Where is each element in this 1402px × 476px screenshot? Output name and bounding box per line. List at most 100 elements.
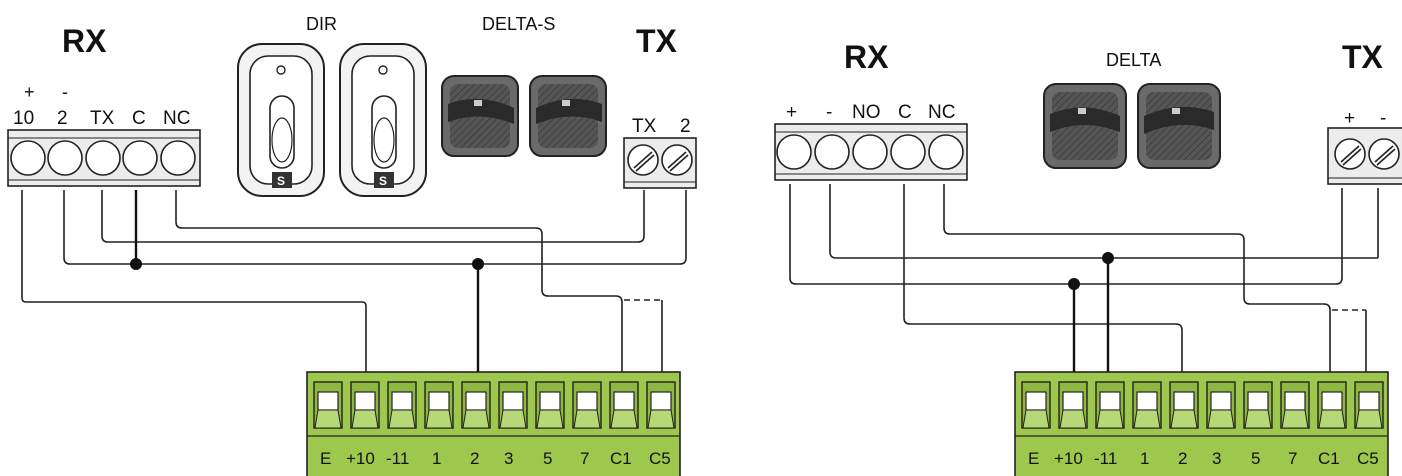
board-terminal-label: E — [1028, 449, 1039, 468]
board-terminal-opening — [1062, 391, 1084, 411]
board-terminal-opening — [1247, 391, 1269, 411]
board-terminal-clamp — [610, 409, 638, 429]
right-tx-term-label: + — [1344, 108, 1355, 129]
right-rx-term-label: - — [826, 102, 832, 123]
board-terminal-clamp — [573, 409, 601, 429]
board-terminal-label: +10 — [346, 449, 375, 468]
board-terminal-label: 3 — [504, 449, 513, 468]
board-terminal-opening — [1173, 391, 1195, 411]
board-terminal-clamp — [314, 409, 342, 429]
left-tx-title: TX — [636, 23, 678, 59]
rx-screw — [122, 140, 158, 176]
board-terminal-opening — [1358, 391, 1380, 411]
board-terminal-label: C5 — [1357, 449, 1379, 468]
board-terminal-clamp — [388, 409, 416, 429]
left-rx-term-label: 10 — [13, 108, 34, 129]
right-tx-title: TX — [1342, 39, 1384, 75]
left-wires — [21, 190, 687, 396]
board-terminal-clamp — [1244, 409, 1272, 429]
svg-text:S: S — [277, 174, 285, 188]
board-terminal-opening — [317, 391, 339, 411]
board-terminal-label: 2 — [470, 449, 479, 468]
board-terminal-clamp — [462, 409, 490, 429]
board-terminal-opening — [1210, 391, 1232, 411]
board-terminal-clamp — [1207, 409, 1235, 429]
board-terminal-opening — [650, 391, 672, 411]
board-terminal-clamp — [1133, 409, 1161, 429]
board-terminal-label: -11 — [1094, 449, 1117, 468]
board-terminal-label: C5 — [649, 449, 671, 468]
delta-s-label: DELTA-S — [482, 14, 555, 34]
board-terminal-clamp — [425, 409, 453, 429]
delta-label: DELTA — [1106, 50, 1161, 70]
board-terminal-label: 5 — [1251, 449, 1260, 468]
delta-s-photocell-left — [441, 75, 519, 157]
board-terminal-opening — [576, 391, 598, 411]
board-terminal-label: 2 — [1178, 449, 1187, 468]
board-terminal-opening — [1321, 391, 1343, 411]
left-diagram: RX TX DIR DELTA-S + - 10 2 TX C NC — [7, 14, 697, 476]
delta-s-photocell-right — [529, 75, 607, 157]
right-rx-title: RX — [844, 39, 889, 75]
left-tx-block — [623, 137, 697, 189]
right-rx-term-label: C — [898, 102, 912, 123]
dir-photocell-right: S — [339, 43, 427, 197]
svg-text:S: S — [379, 174, 387, 188]
left-rx-block — [7, 129, 201, 187]
rx-screw — [160, 140, 196, 176]
board-terminal-opening — [1025, 391, 1047, 411]
board-terminal-label: -11 — [386, 449, 409, 468]
board-terminal-label: +10 — [1054, 449, 1083, 468]
board-terminal-clamp — [1318, 409, 1346, 429]
left-control-board: E +10 -11 1 2 3 5 7 C1 C5 — [306, 371, 681, 476]
right-wires — [789, 184, 1379, 396]
board-terminal-clamp — [1096, 409, 1124, 429]
board-terminal-label: 3 — [1212, 449, 1221, 468]
rx-screw — [10, 140, 46, 176]
left-rx-title: RX — [62, 23, 107, 59]
right-rx-block — [774, 123, 968, 181]
board-terminal-clamp — [647, 409, 675, 429]
delta-photocell-right — [1137, 83, 1221, 169]
delta-photocell-left — [1043, 83, 1127, 169]
board-terminal-clamp — [1355, 409, 1383, 429]
board-terminal-opening — [502, 391, 524, 411]
board-terminal-label: 7 — [1288, 449, 1297, 468]
rx-screw — [47, 140, 83, 176]
dir-label: DIR — [306, 14, 337, 34]
board-terminal-label: 7 — [580, 449, 589, 468]
board-terminal-opening — [465, 391, 487, 411]
dir-photocell-left: S — [237, 43, 325, 197]
left-tx-term-label: TX — [632, 116, 657, 137]
right-control-board: E +10 -11 1 2 3 5 7 C1 C5 — [1014, 371, 1389, 476]
board-terminal-opening — [428, 391, 450, 411]
board-terminal-opening — [391, 391, 413, 411]
board-terminal-opening — [1136, 391, 1158, 411]
board-terminal-opening — [1284, 391, 1306, 411]
right-tx-term-label: - — [1380, 108, 1386, 129]
board-terminal-clamp — [351, 409, 379, 429]
board-terminal-opening — [539, 391, 561, 411]
left-rx-minus: - — [62, 82, 68, 102]
board-terminal-clamp — [536, 409, 564, 429]
board-terminal-label: C1 — [610, 449, 632, 468]
board-terminal-label: 1 — [1140, 449, 1149, 468]
board-terminal-clamp — [499, 409, 527, 429]
board-terminal-clamp — [1022, 409, 1050, 429]
left-rx-term-label: C — [132, 108, 146, 129]
board-terminal-label: C1 — [1318, 449, 1340, 468]
rx-screw — [85, 140, 121, 176]
board-terminal-opening — [1099, 391, 1121, 411]
left-rx-terminal-labels: 10 2 TX C NC — [13, 108, 190, 129]
right-rx-term-label: + — [786, 102, 797, 123]
left-rx-plus: + — [24, 82, 35, 102]
left-rx-term-label: 2 — [57, 108, 68, 129]
board-terminal-clamp — [1170, 409, 1198, 429]
board-terminal-label: E — [320, 449, 331, 468]
board-terminal-label: 1 — [432, 449, 441, 468]
board-terminal-opening — [613, 391, 635, 411]
board-terminal-label: 5 — [543, 449, 552, 468]
right-diagram: RX TX DELTA + - NO C NC — [774, 39, 1402, 476]
board-terminal-clamp — [1059, 409, 1087, 429]
